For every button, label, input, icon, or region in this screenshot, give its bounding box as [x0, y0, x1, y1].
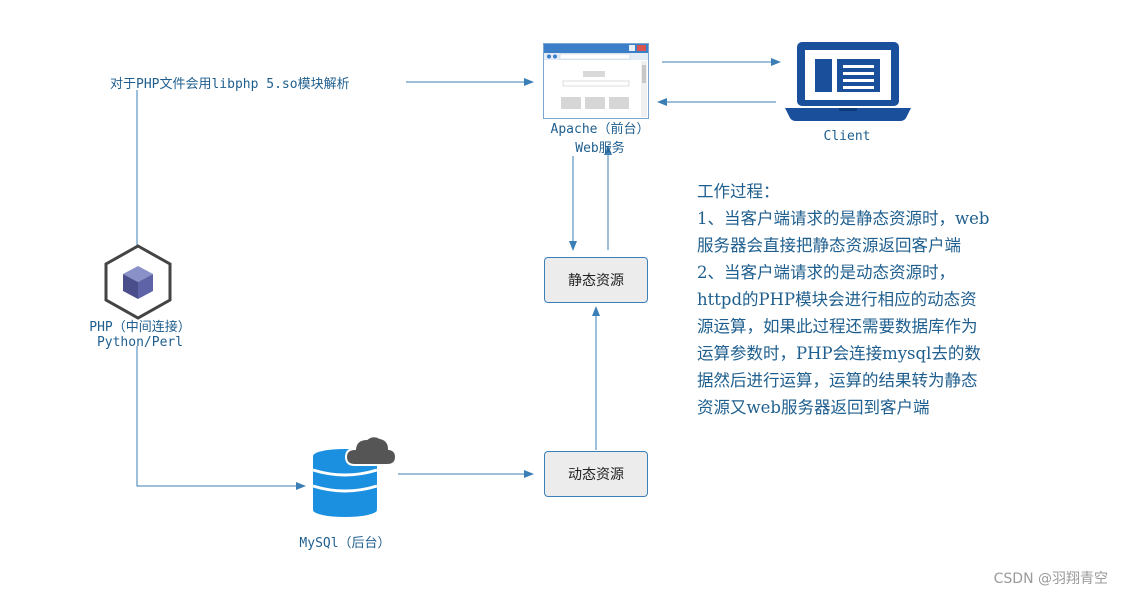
apache-label-line2: Web服务: [575, 141, 625, 156]
work-process-description: 工作过程： 1、当客户端请求的是静态资源时，web 服务器会直接把静态资源返回客…: [697, 178, 1077, 421]
php-label-line1: PHP（中间连接）: [89, 320, 191, 335]
cloud-icon: [345, 435, 397, 466]
libphp-annotation: 对于PHP文件会用libphp 5.so模块解析: [110, 77, 350, 92]
cube-icon: [104, 244, 172, 320]
apache-label-line1: Apache（前台）: [550, 122, 650, 137]
description-line: 1、当客户端请求的是静态资源时，web: [697, 209, 990, 228]
description-line: 服务器会直接把静态资源返回客户端: [697, 236, 961, 255]
static-resource-box: 静态资源: [544, 257, 648, 303]
description-line: 资源又web服务器返回到客户端: [697, 398, 930, 417]
description-line: 据然后进行运算，运算的结果转为静态: [697, 371, 978, 390]
php-to-mysql-arrow: [136, 346, 306, 490]
php-label-line2: Python/Perl: [96, 335, 184, 350]
browser-window-icon: [543, 43, 649, 119]
mysql-label: MySQl（后台）: [299, 536, 391, 551]
laptop-icon: [785, 42, 911, 121]
description-line: 2、当客户端请求的是动态资源时，: [697, 263, 955, 282]
description-line: 源运算，如果此过程还需要数据库作为: [697, 317, 978, 336]
apache-label: Apache（前台） Web服务: [520, 118, 680, 156]
php-label: PHP（中间连接） Python/Perl: [60, 316, 220, 350]
dynamic-resource-box: 动态资源: [544, 451, 648, 497]
description-title: 工作过程：: [697, 182, 780, 201]
description-line: 运算参数时，PHP会连接mysql去的数: [697, 344, 981, 363]
watermark: CSDN @羽翔青空: [993, 571, 1108, 587]
description-line: httpd的PHP模块会进行相应的动态资: [697, 290, 977, 309]
client-label: Client: [823, 129, 871, 144]
